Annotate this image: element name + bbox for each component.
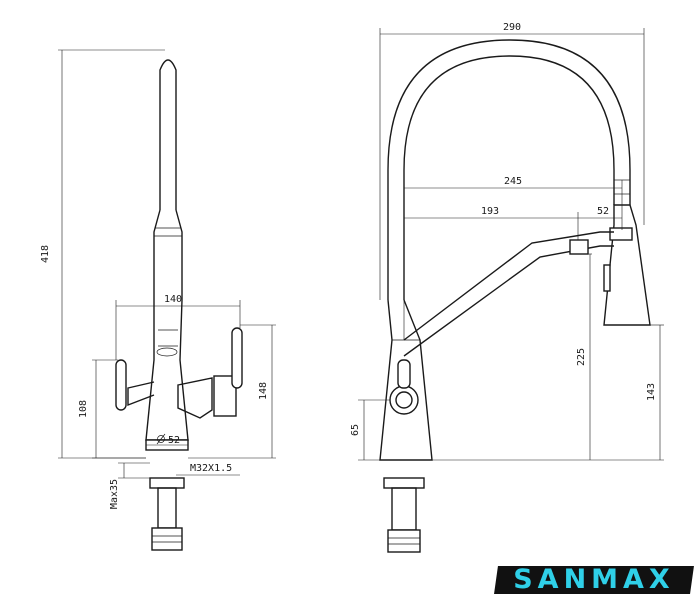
dim-label-108: 108: [78, 400, 89, 418]
mounting-nut-side: [383, 477, 425, 489]
dim-label-diameter: 52: [168, 435, 180, 446]
dim-label-225: 225: [576, 348, 587, 366]
right-lever-handle: [231, 327, 243, 389]
filter-nozzle: [569, 239, 589, 255]
left-lever-arm: [127, 381, 155, 407]
dim-label-193: 193: [481, 206, 499, 217]
lever-cap-inner: [395, 391, 413, 409]
diameter-symbol: [157, 435, 165, 443]
faucet-body: [145, 299, 189, 441]
dim-label-max35: Max35: [109, 479, 120, 509]
filter-arm-bottom: [403, 245, 614, 357]
dim-label-290: 290: [503, 22, 521, 33]
faucet-body-side: [379, 299, 433, 461]
spout-neck: [159, 59, 177, 210]
dim-label-143: 143: [646, 383, 657, 401]
spray-head: [603, 204, 651, 326]
right-lever-arm: [177, 377, 213, 419]
diameter-slash: [156, 433, 166, 445]
left-lever-handle: [115, 359, 127, 411]
mounting-thread-side: [391, 487, 417, 531]
dim-label-245: 245: [504, 176, 522, 187]
dim-label-140: 140: [164, 294, 182, 305]
mounting-thread: [157, 487, 177, 529]
brand-logo: SANMAX: [492, 562, 696, 598]
mounting-fitting: [151, 527, 183, 551]
spout-arch-inner: [403, 55, 615, 300]
right-lever-box: [213, 375, 237, 417]
spout-collar: [153, 209, 183, 300]
side-view: [358, 28, 664, 553]
spray-button: [603, 264, 611, 292]
lever-handle-side: [397, 359, 411, 389]
filter-arm-top: [403, 231, 614, 341]
dim-label-418: 418: [40, 245, 51, 263]
front-view: [58, 49, 276, 551]
spray-clip: [609, 227, 633, 241]
mounting-fitting-side: [387, 529, 421, 553]
dim-label-65: 65: [350, 424, 361, 436]
body-ring: [156, 347, 178, 357]
brand-name: SANMAX: [513, 564, 675, 595]
mounting-nut: [149, 477, 185, 489]
dim-label-148: 148: [258, 382, 269, 400]
spout-arch-outer: [387, 39, 631, 300]
dim-label-52: 52: [597, 206, 609, 217]
dim-label-thread: M32X1.5: [190, 463, 232, 474]
